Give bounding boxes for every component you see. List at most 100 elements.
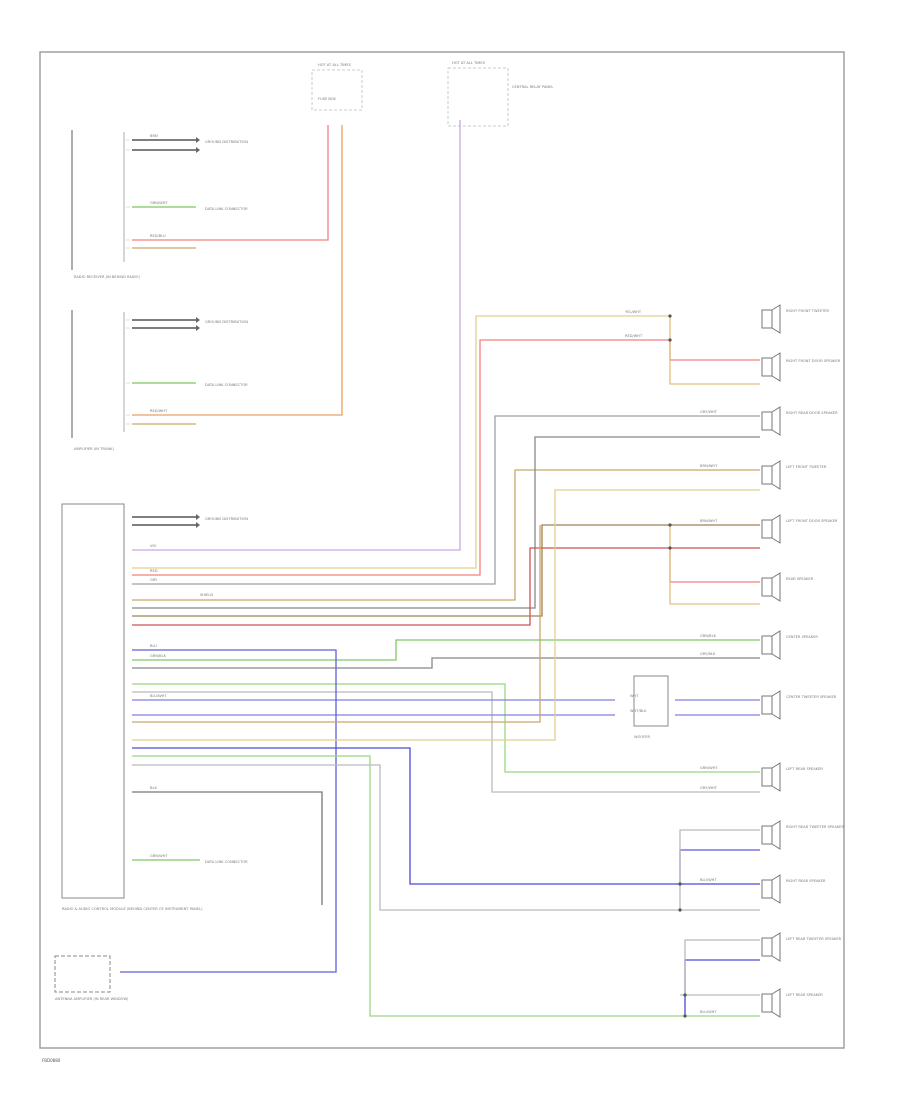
svg-text:BLU/WHT: BLU/WHT (700, 878, 717, 882)
svg-text:FUSE BOX: FUSE BOX (318, 97, 336, 101)
wire-blu-4 (132, 747, 760, 885)
svg-text:GROUND DISTRIBUTION: GROUND DISTRIBUTION (205, 517, 248, 521)
svg-text:DATA LINK CONNECTOR: DATA LINK CONNECTOR (205, 207, 248, 211)
svg-text:BRN/WHT: BRN/WHT (700, 464, 718, 468)
svg-text:SHIELD: SHIELD (200, 593, 213, 597)
wire-gry-3 (132, 657, 760, 669)
svg-text:HOT AT ALL TIMES: HOT AT ALL TIMES (318, 63, 352, 67)
svg-text:GRN/WHT: GRN/WHT (150, 201, 168, 205)
svg-text:GROUND DISTRIBUTION: GROUND DISTRIBUTION (205, 140, 248, 144)
svg-text:RIGHT REAR SPEAKER: RIGHT REAR SPEAKER (786, 879, 826, 883)
wire-brn-1 (132, 469, 760, 601)
radio-control-module: RADIO & AUDIO CONTROL MODULE (BEHIND CEN… (61, 503, 203, 911)
speaker-r-rear-tweeter (761, 820, 781, 850)
svg-text:REAR SPEAKER: REAR SPEAKER (786, 577, 814, 581)
speaker-center (761, 630, 781, 660)
svg-text:RED/WHT: RED/WHT (625, 334, 643, 338)
wire-yel-2 (132, 489, 760, 741)
svg-text:BLK: BLK (150, 786, 157, 790)
woofer-component: WOOFER (633, 675, 669, 739)
wire-labels: BRN GRN/WHT RED/BLU RED/WHT VIO RED GRY … (150, 134, 718, 1014)
wires (120, 120, 760, 1017)
speaker-lr (761, 762, 781, 792)
antenna-label: ANTENNA AMPLIFIER (IN REAR WINDOW) (55, 997, 129, 1001)
svg-text:RED/BLU: RED/BLU (150, 234, 166, 238)
svg-text:BRN/WHT: BRN/WHT (700, 519, 718, 523)
radio-component: RADIO RECEIVER (IN BEHIND RADIO) (71, 130, 140, 279)
wire-amp-red (132, 125, 343, 416)
speaker-center-tweeter (761, 690, 781, 720)
wire-gry-4 (132, 691, 760, 793)
wire-gry-1 (132, 415, 760, 585)
speaker-labels: RIGHT FRONT TWEETER RIGHT FRONT DOOR SPE… (786, 309, 844, 997)
wire-radio-red (132, 125, 329, 241)
wire-brn-2 (132, 524, 760, 617)
pin-ticks (126, 139, 130, 425)
svg-text:RIGHT REAR TWEETER SPEAKER: RIGHT REAR TWEETER SPEAKER (786, 825, 844, 829)
svg-text:GRN/BLK: GRN/BLK (700, 634, 717, 638)
connector-arrows (196, 137, 200, 528)
speaker-rr-door (761, 406, 781, 436)
svg-text:LEFT REAR TWEETER SPEAKER: LEFT REAR TWEETER SPEAKER (786, 937, 842, 941)
svg-text:GRY/BLK: GRY/BLK (700, 652, 716, 656)
fuse-block-left: HOT AT ALL TIMES FUSE BOX (311, 63, 363, 111)
svg-text:HOT AT ALL TIMES: HOT AT ALL TIMES (452, 61, 486, 65)
svg-text:CENTER SPEAKER: CENTER SPEAKER (786, 635, 818, 639)
radio-control-label: RADIO & AUDIO CONTROL MODULE (BEHIND CEN… (62, 907, 203, 911)
svg-text:RIGHT FRONT DOOR SPEAKER: RIGHT FRONT DOOR SPEAKER (786, 359, 841, 363)
speaker-lf-tweeter (761, 460, 781, 490)
svg-text:GROUND DISTRIBUTION: GROUND DISTRIBUTION (205, 320, 248, 324)
svg-text:CENTER TWEETER SPEAKER: CENTER TWEETER SPEAKER (786, 695, 837, 699)
antenna-amplifier: ANTENNA AMPLIFIER (IN REAR WINDOW) (54, 955, 129, 1001)
wire-grn-2 (132, 683, 760, 773)
svg-text:DATA LINK CONNECTOR: DATA LINK CONNECTOR (205, 383, 248, 387)
wire-red-1 (132, 339, 670, 576)
svg-text:BLU: BLU (150, 644, 157, 648)
speaker-rf-tweeter (761, 304, 781, 334)
svg-text:GRN/WHT: GRN/WHT (700, 766, 718, 770)
speakers (761, 304, 781, 1018)
svg-text:GRN/BLK: GRN/BLK (150, 654, 167, 658)
wire-brn-3 (132, 525, 541, 723)
speaker-rear (761, 572, 781, 602)
svg-text:WHT/BLK: WHT/BLK (630, 709, 647, 713)
amplifier-component: AMPLIFIER (IN TRUNK) (71, 310, 125, 451)
splice-dots (668, 314, 687, 1018)
wire-gry-2 (132, 436, 760, 609)
speaker-lr-2 (761, 988, 781, 1018)
connector-stubs (132, 139, 196, 526)
wire-blk (132, 791, 323, 905)
wire-vio (132, 120, 461, 551)
speaker-rr (761, 874, 781, 904)
left-notes: GROUND DISTRIBUTION DATA LINK CONNECTOR … (200, 140, 248, 864)
svg-text:GRY: GRY (150, 578, 158, 582)
wire-red-2 (132, 547, 760, 626)
svg-text:GRY/WHT: GRY/WHT (700, 786, 718, 790)
speaker-l-rear-tweeter (761, 932, 781, 962)
svg-text:WHT: WHT (630, 694, 639, 698)
diagram-code: FBD0880 (42, 1058, 61, 1063)
svg-text:YEL/WHT: YEL/WHT (625, 310, 642, 314)
amplifier-label: AMPLIFIER (IN TRUNK) (74, 447, 114, 451)
svg-text:CENTRAL RELAY PANEL: CENTRAL RELAY PANEL (512, 85, 553, 89)
diagram-border (39, 51, 845, 1049)
radio-label: RADIO RECEIVER (IN BEHIND RADIO) (74, 275, 140, 279)
svg-text:WOOFER: WOOFER (634, 735, 651, 739)
wire-grn-1 (132, 639, 760, 661)
svg-text:VIO: VIO (150, 544, 157, 548)
svg-text:DATA LINK CONNECTOR: DATA LINK CONNECTOR (205, 860, 248, 864)
svg-text:LEFT FRONT TWEETER: LEFT FRONT TWEETER (786, 465, 827, 469)
svg-text:LEFT FRONT DOOR SPEAKER: LEFT FRONT DOOR SPEAKER (786, 519, 838, 523)
svg-text:LEFT REAR SPEAKER: LEFT REAR SPEAKER (786, 993, 823, 997)
svg-text:GRY/WHT: GRY/WHT (700, 410, 718, 414)
svg-text:LEFT REAR SPEAKER: LEFT REAR SPEAKER (786, 767, 823, 771)
svg-text:RED/WHT: RED/WHT (150, 409, 168, 413)
wire-blu-3 (120, 649, 337, 973)
svg-text:RIGHT REAR DOOR SPEAKER: RIGHT REAR DOOR SPEAKER (786, 411, 838, 415)
fuse-block-right: HOT AT ALL TIMES CENTRAL RELAY PANEL (447, 61, 553, 127)
speaker-lf-door (761, 514, 781, 544)
svg-text:BRN: BRN (150, 134, 158, 138)
speaker-rf-door (761, 352, 781, 382)
svg-text:BLU/WHT: BLU/WHT (700, 1010, 717, 1014)
